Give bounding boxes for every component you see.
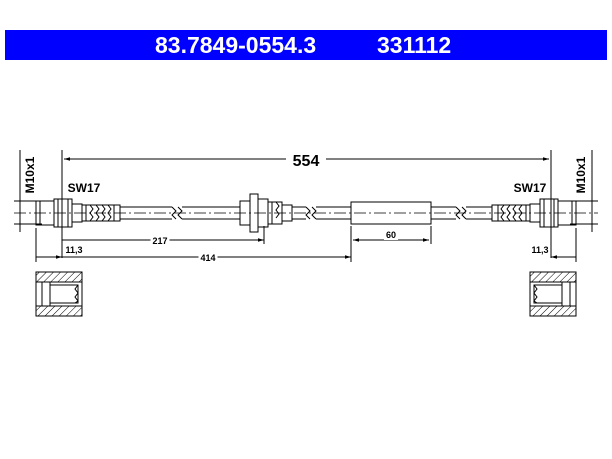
right-fitting-dim-label: 11,3 — [531, 245, 548, 255]
dim-414-label: 414 — [200, 253, 215, 263]
hose-segment-3 — [431, 206, 492, 220]
left-fitting — [35, 198, 121, 228]
right-thread-label: M10x1 — [574, 156, 588, 193]
protective-sleeve — [350, 201, 432, 225]
left-section-detail — [35, 271, 83, 317]
title-banner: 83.7849-0554.3 331112 — [5, 30, 607, 60]
total-length-label: 554 — [293, 153, 320, 170]
left-wrench-label: SW17 — [68, 181, 101, 195]
hose-segment-2 — [292, 206, 351, 220]
right-fitting — [491, 198, 577, 228]
left-thread-label: M10x1 — [23, 156, 37, 193]
dim-60-label: 60 — [386, 230, 396, 240]
reference-number: 331112 — [377, 32, 452, 58]
dim-217-label: 217 — [152, 236, 167, 246]
right-wrench-label: SW17 — [514, 181, 547, 195]
part-number: 83.7849-0554.3 — [155, 32, 317, 58]
right-section-detail — [529, 271, 577, 317]
center-bracket — [239, 193, 293, 233]
left-fitting-dim-label: 11,3 — [65, 245, 82, 255]
hose-segment-1 — [120, 206, 240, 220]
